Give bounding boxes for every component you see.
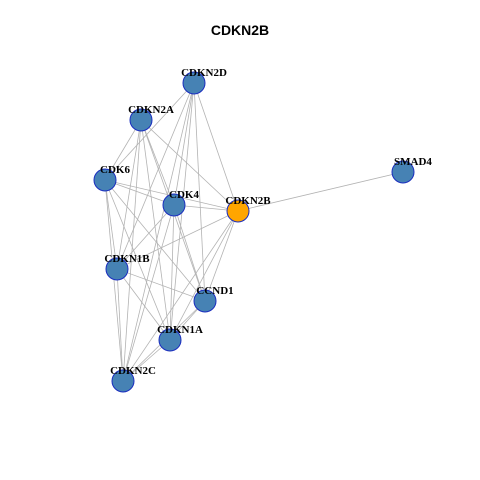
edge-cdkn2b-cdkn1a <box>169 210 239 341</box>
node-label-smad4: SMAD4 <box>394 156 432 168</box>
edge-cdkn1b-cdkn1a <box>116 268 171 341</box>
node-label-cdk4: CDK4 <box>169 189 199 201</box>
edge-cdkn1b-ccnd1 <box>116 268 206 302</box>
edge-cdk6-cdkn1b <box>104 179 118 270</box>
node-cdkn2b[interactable] <box>226 199 250 223</box>
node-smad4[interactable] <box>391 160 415 184</box>
edge-cdk6-ccnd1 <box>104 179 206 302</box>
edge-cdkn2d-cdk6 <box>104 82 195 181</box>
node-ccnd1[interactable] <box>193 289 217 313</box>
node-cdkn1a[interactable] <box>158 328 182 352</box>
edge-cdkn2a-cdkn2b <box>140 119 239 212</box>
edge-cdkn1b-cdkn2c <box>116 268 124 382</box>
node-cdkn2d[interactable] <box>182 71 206 95</box>
edge-cdkn2d-cdk4 <box>173 82 195 206</box>
node-label-ccnd1: CCND1 <box>196 285 233 297</box>
graph-title: CDKN2B <box>210 22 270 38</box>
edge-cdkn2a-cdk4 <box>140 119 175 206</box>
node-label-cdkn2b: CDKN2B <box>225 195 271 207</box>
edge-cdk4-cdkn1a <box>169 204 175 341</box>
edge-cdk6-cdk4 <box>104 179 175 206</box>
edge-cdkn2d-ccnd1 <box>193 82 206 302</box>
edge-cdk4-cdkn2c <box>122 204 175 382</box>
edge-cdkn2a-cdkn2c <box>122 119 142 382</box>
edge-cdkn2d-cdkn2c <box>122 82 195 382</box>
node-label-cdkn1b: CDKN1B <box>104 253 150 265</box>
edge-cdk6-cdkn1a <box>104 179 171 341</box>
node-cdkn2c[interactable] <box>111 369 135 393</box>
edge-cdk4-ccnd1 <box>173 204 206 302</box>
edge-cdkn2a-cdkn1b <box>116 119 142 270</box>
edge-cdkn2b-cdkn1b <box>116 210 239 270</box>
edge-cdkn2d-cdkn1b <box>116 82 195 270</box>
node-label-cdkn2a: CDKN2A <box>128 104 174 116</box>
node-label-cdkn1a: CDKN1A <box>157 324 203 336</box>
edge-cdkn2b-ccnd1 <box>204 210 239 302</box>
edge-cdkn2a-cdkn1a <box>140 119 171 341</box>
node-label-cdkn2c: CDKN2C <box>110 365 156 377</box>
node-label-cdkn2d: CDKN2D <box>181 67 227 79</box>
edge-cdkn2d-cdkn2b <box>193 82 239 212</box>
edge-layer <box>104 82 404 382</box>
node-cdkn1b[interactable] <box>105 257 129 281</box>
edge-cdkn2b-smad4 <box>237 171 404 212</box>
node-cdk6[interactable] <box>93 168 117 192</box>
node-label-cdk6: CDK6 <box>100 164 130 176</box>
node-cdk4[interactable] <box>162 193 186 217</box>
edge-cdkn2b-cdkn2c <box>122 210 239 382</box>
node-layer <box>93 71 415 393</box>
edge-cdk4-cdkn1b <box>116 204 175 270</box>
edge-cdk6-cdkn2c <box>104 179 124 382</box>
node-cdkn2a[interactable] <box>129 108 153 132</box>
edge-cdkn2a-cdk6 <box>104 119 142 181</box>
